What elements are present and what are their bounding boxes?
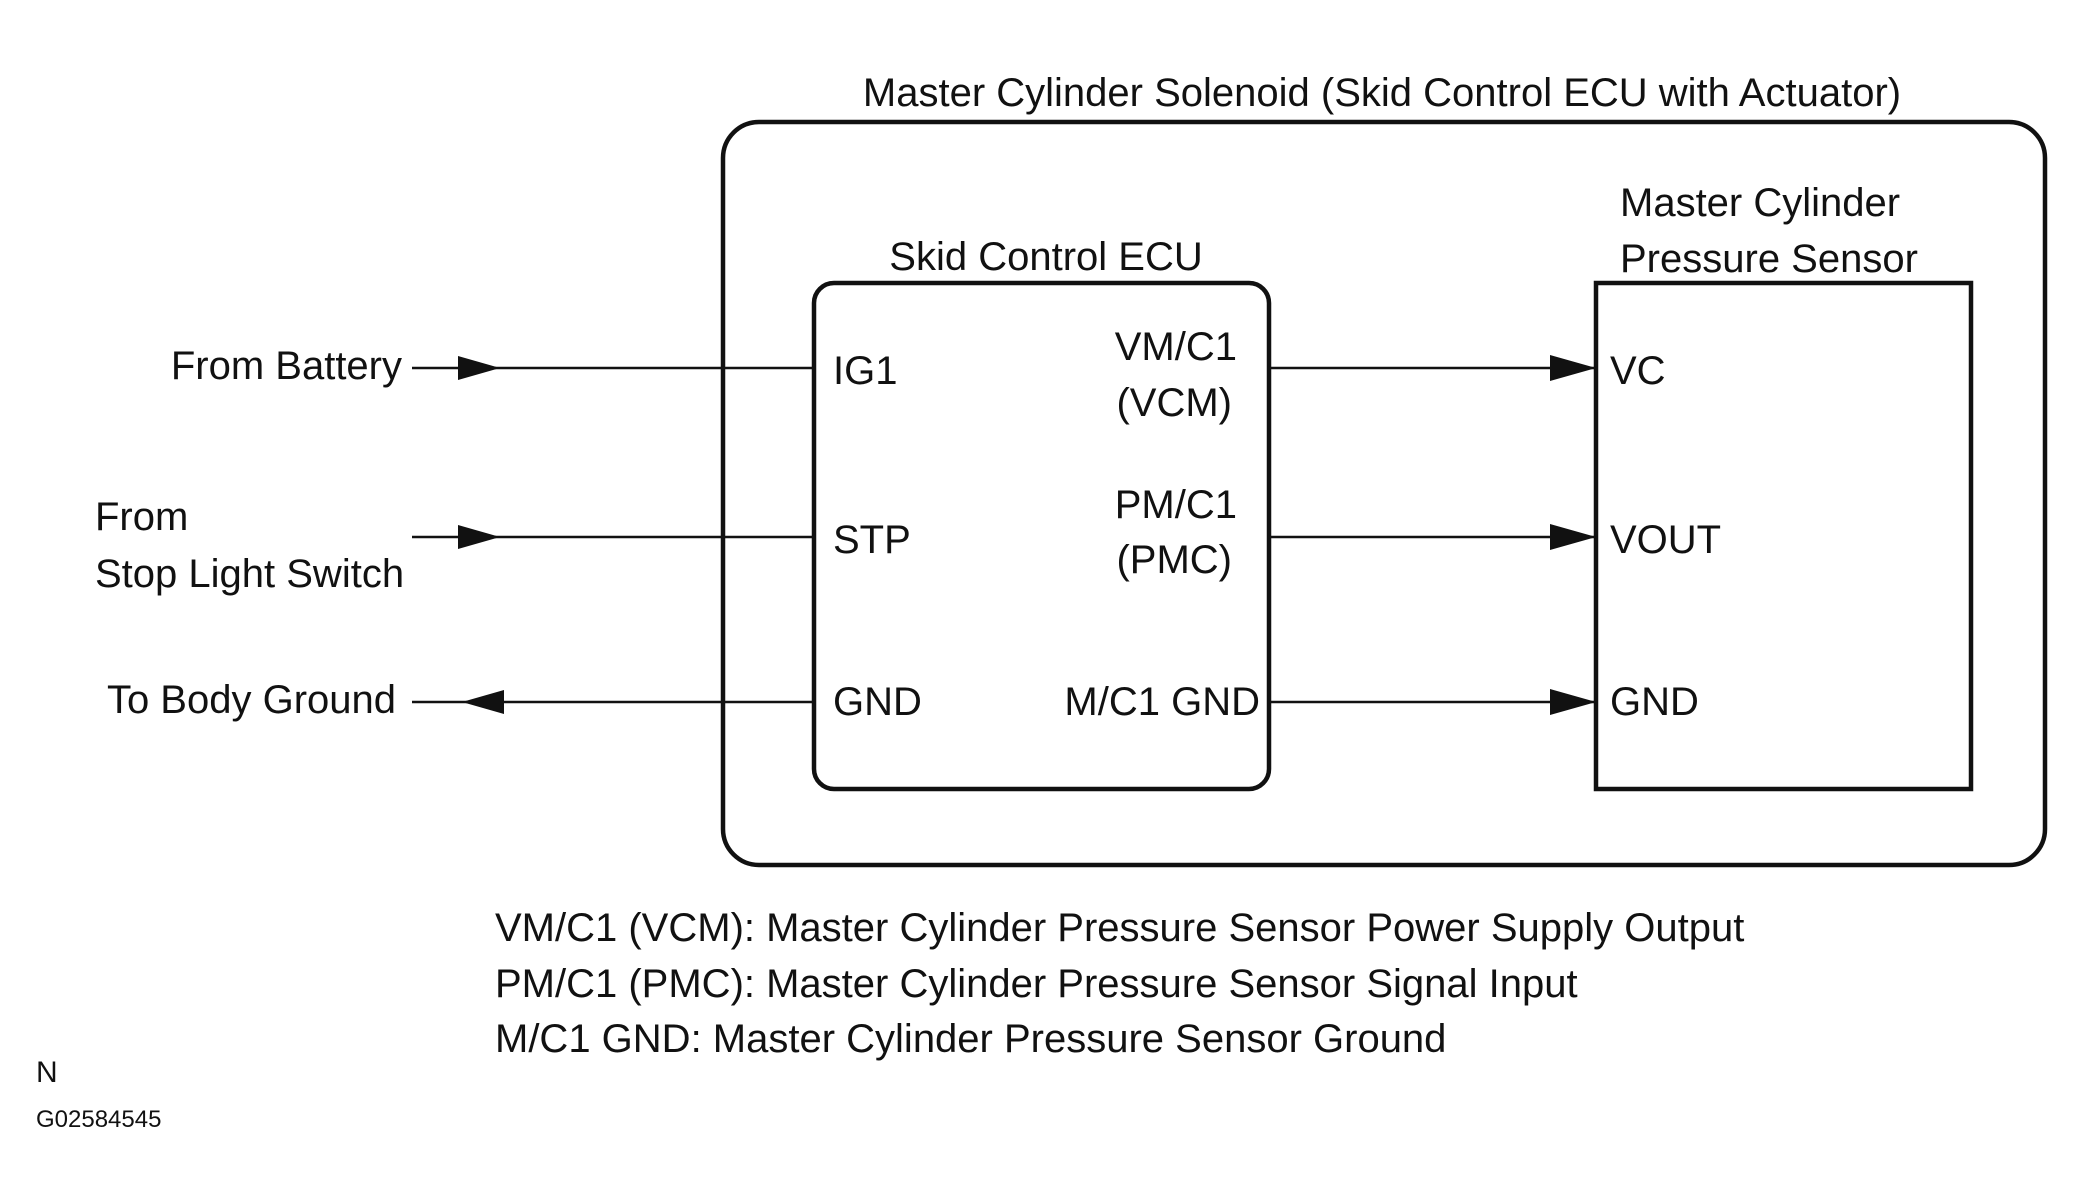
sensor-title-line2: Pressure Sensor [1620,237,1918,281]
ecu-pin-pm-c1: PM/C1 [1115,483,1237,527]
stop-light-arrow-icon [458,525,500,549]
external-connections: From Battery From Stop Light Switch To B… [95,344,814,722]
outer-box-title: Master Cylinder Solenoid (Skid Control E… [863,71,1901,115]
note-vcm: VM/C1 (VCM): Master Cylinder Pressure Se… [495,906,1744,950]
figure-footer: N G02584545 [36,1056,161,1133]
ecu-pin-stp: STP [833,518,911,562]
sensor-pin-gnd: GND [1610,680,1699,724]
footer-code: G02584545 [36,1106,161,1133]
ecu-title: Skid Control ECU [889,235,1202,279]
outer-box [720,119,2048,868]
ecu-pin-vm-c1: VM/C1 [1115,325,1237,369]
note-pmc: PM/C1 (PMC): Master Cylinder Pressure Se… [495,962,1578,1006]
from-battery-label: From Battery [171,344,402,388]
from-stop-label-line2: Stop Light Switch [95,552,404,596]
vcm-to-vc-arrow-icon [1550,355,1596,381]
footer-letter: N [36,1056,58,1089]
sensor-pin-vout: VOUT [1610,518,1721,562]
pmc-to-vout-arrow-icon [1550,524,1596,550]
ecu-pin-vcm: (VCM) [1116,381,1232,425]
from-stop-label-line1: From [95,495,188,539]
note-mc1-gnd: M/C1 GND: Master Cylinder Pressure Senso… [495,1017,1446,1061]
ecu-pin-pmc: (PMC) [1116,538,1232,582]
pressure-sensor-block: Master Cylinder Pressure Sensor VC VOUT … [1593,181,1974,792]
ecu-pin-ig1: IG1 [833,349,897,393]
ecu-sensor-wires [1269,355,1596,715]
ecu-pin-mc1-gnd: M/C1 GND [1064,680,1260,724]
legend-notes: VM/C1 (VCM): Master Cylinder Pressure Se… [495,906,1744,1061]
sensor-title-line1: Master Cylinder [1620,181,1900,225]
ecu-pin-gnd: GND [833,680,922,724]
battery-arrow-icon [458,356,500,380]
sensor-pin-vc: VC [1610,349,1666,393]
master-cylinder-solenoid-block: Master Cylinder Solenoid (Skid Control E… [720,71,2048,868]
to-body-ground-label: To Body Ground [107,678,396,722]
skid-control-ecu-block: Skid Control ECU IG1 STP GND VM/C1 (VCM)… [811,235,1272,792]
gnd-to-gnd-arrow-icon [1550,689,1596,715]
ground-arrow-icon [462,690,504,714]
